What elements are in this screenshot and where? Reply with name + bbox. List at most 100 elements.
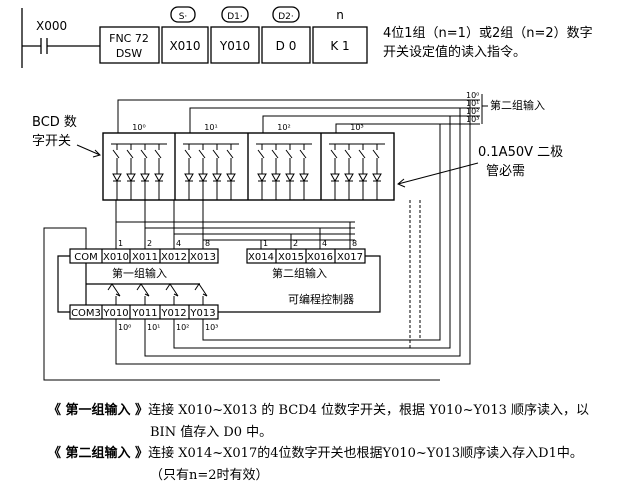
diode-symbol-3-3 xyxy=(372,173,382,200)
ladder-instruction xyxy=(21,6,368,68)
switch-contact-0-0 xyxy=(112,144,120,174)
switch-contact-0-3 xyxy=(154,144,162,174)
instruction-desc-line2: 开关设定值的读入指令。 xyxy=(383,44,526,60)
output-digit-3: 10³ xyxy=(205,323,218,332)
out-terminal-y010: Y010 xyxy=(102,308,128,319)
in-terminal-x015: X015 xyxy=(278,252,304,263)
bcd-label-2: 字开关 xyxy=(32,134,71,149)
diode-symbol-2-0 xyxy=(257,173,267,200)
out-terminal-y013: Y013 xyxy=(189,308,215,319)
in-terminal-x012: X012 xyxy=(161,252,187,263)
switch-contact-1-1 xyxy=(198,144,206,174)
in-terminal-x016: X016 xyxy=(307,252,333,263)
diode-note-1: 0.1A50V 二极 xyxy=(478,145,563,160)
note-group1-text-cont: BIN 值存入 D0 中。 xyxy=(150,425,273,440)
circuit-diagram: X000 FNC 72 DSW X010 Y010 D 0 K 1 S· D1·… xyxy=(21,6,593,381)
diode-note-2: 管必需 xyxy=(486,164,525,179)
weight-g2-2: 2 xyxy=(293,239,298,248)
diode-symbol-1-2 xyxy=(212,173,222,200)
function-name: DSW xyxy=(116,47,142,60)
weight-g2-4: 4 xyxy=(322,239,327,248)
diode-symbol-2-1 xyxy=(271,173,281,200)
in-terminal-x010: X010 xyxy=(103,252,129,263)
switch-contact-0-1 xyxy=(126,144,134,174)
note-line-1: 《 第一组输入 》连接 X010~X013 的 BCD4 位数字开关，根据 Y0… xyxy=(48,402,589,420)
note-group2-text: 连接 X014~X017的4位数字开关也根据Y010~Y013顺序读入存入D1中… xyxy=(148,446,583,461)
diode-symbol-3-2 xyxy=(358,173,368,200)
function-box xyxy=(99,26,160,64)
out-terminal-com3: COM3 xyxy=(71,308,101,319)
operand-box-0 xyxy=(161,26,209,64)
note-group1-text: 连接 X010~X013 的 BCD4 位数字开关，根据 Y010~Y013 顺… xyxy=(148,403,590,418)
weight-g2-1: 1 xyxy=(263,239,268,248)
note-group2-title: 《 第二组输入 》 xyxy=(48,446,149,461)
plc-body xyxy=(57,255,381,313)
transistor-symbols xyxy=(107,283,208,305)
operand-box-3 xyxy=(312,26,368,64)
diode-symbol-1-0 xyxy=(184,173,194,200)
in-terminal-x017: X017 xyxy=(337,252,363,263)
weight-g1-4: 4 xyxy=(176,239,181,248)
switch-contact-2-0 xyxy=(257,144,265,174)
in-terminal-x011: X011 xyxy=(132,252,158,263)
operand-box-2 xyxy=(261,26,311,64)
switch-digit-0: 10⁰ xyxy=(132,123,145,132)
note-group2-condition: （只有n=2时有效） xyxy=(150,468,269,483)
switch-contact-2-1 xyxy=(271,144,279,174)
operand-tag-0: S· xyxy=(179,12,188,22)
weight-g1-1: 1 xyxy=(118,239,123,248)
operand-tag-oval-1 xyxy=(221,6,249,23)
operand-2: D 0 xyxy=(276,39,297,53)
note-line-3: 《 第二组输入 》连接 X014~X017的4位数字开关也根据Y010~Y013… xyxy=(48,445,583,463)
bcd-label-1: BCD 数 xyxy=(32,115,77,130)
plc-label: 可编程控制器 xyxy=(288,292,354,306)
operand-tag-3: n xyxy=(336,8,344,22)
switch-contact-3-3 xyxy=(372,144,380,174)
switch-contact-3-0 xyxy=(330,144,338,174)
wiring xyxy=(43,94,488,381)
instruction-desc-line1: 4位1组（n=1）或2组（n=2）数字 xyxy=(383,26,593,41)
switch-contact-1-3 xyxy=(226,144,234,174)
note-group1-title: 《 第一组输入 》 xyxy=(48,403,149,418)
operand-tag-oval-0 xyxy=(170,6,196,23)
switch-outlines xyxy=(102,132,395,201)
switch-digit-1: 10¹ xyxy=(204,123,217,132)
diode-symbol-1-3 xyxy=(226,173,236,200)
weight-g1-8: 8 xyxy=(205,239,210,248)
switch-contact-2-2 xyxy=(285,144,293,174)
switch-contact-3-1 xyxy=(344,144,352,174)
out-terminal-y012: Y012 xyxy=(160,308,186,319)
top-bus-label-0: 10⁰ xyxy=(466,91,479,100)
top-bus-label-3: 10³ xyxy=(466,115,479,124)
switch-digit-3: 10³ xyxy=(350,123,363,132)
diode-symbol-2-3 xyxy=(299,173,309,200)
operand-3: K 1 xyxy=(330,39,349,53)
in-terminal-x013: X013 xyxy=(190,252,216,263)
top-bus-label-2: 10² xyxy=(466,107,479,116)
diode-symbol-3-1 xyxy=(344,173,354,200)
switch-contact-1-0 xyxy=(184,144,192,174)
switch-digit-2: 10² xyxy=(277,123,290,132)
operand-tag-1: D1· xyxy=(227,12,243,22)
operand-tag-oval-2 xyxy=(272,6,300,23)
diode-symbol-0-0 xyxy=(112,173,122,200)
weight-g2-8: 8 xyxy=(352,239,357,248)
group2-top-label: 第二组输入 xyxy=(490,98,545,112)
switch-contact-3-2 xyxy=(358,144,366,174)
contact-label: X000 xyxy=(36,19,67,33)
diode-symbol-0-1 xyxy=(126,173,136,200)
top-bus-label-1: 10¹ xyxy=(466,99,479,108)
diode-symbol-0-3 xyxy=(154,173,164,200)
diode-symbol-3-0 xyxy=(330,173,340,200)
output-digit-0: 10⁰ xyxy=(118,323,131,332)
in-terminal-x014: X014 xyxy=(248,252,274,263)
diode-symbol-0-2 xyxy=(140,173,150,200)
weight-g1-2: 2 xyxy=(147,239,152,248)
operand-0: X010 xyxy=(169,39,200,53)
switch-contact-1-2 xyxy=(212,144,220,174)
output-digit-1: 10¹ xyxy=(147,323,160,332)
output-digit-2: 10² xyxy=(176,323,189,332)
switch-contact-2-3 xyxy=(299,144,307,174)
operand-box-1 xyxy=(210,26,260,64)
note-line-4: （只有n=2时有效） xyxy=(150,467,269,485)
